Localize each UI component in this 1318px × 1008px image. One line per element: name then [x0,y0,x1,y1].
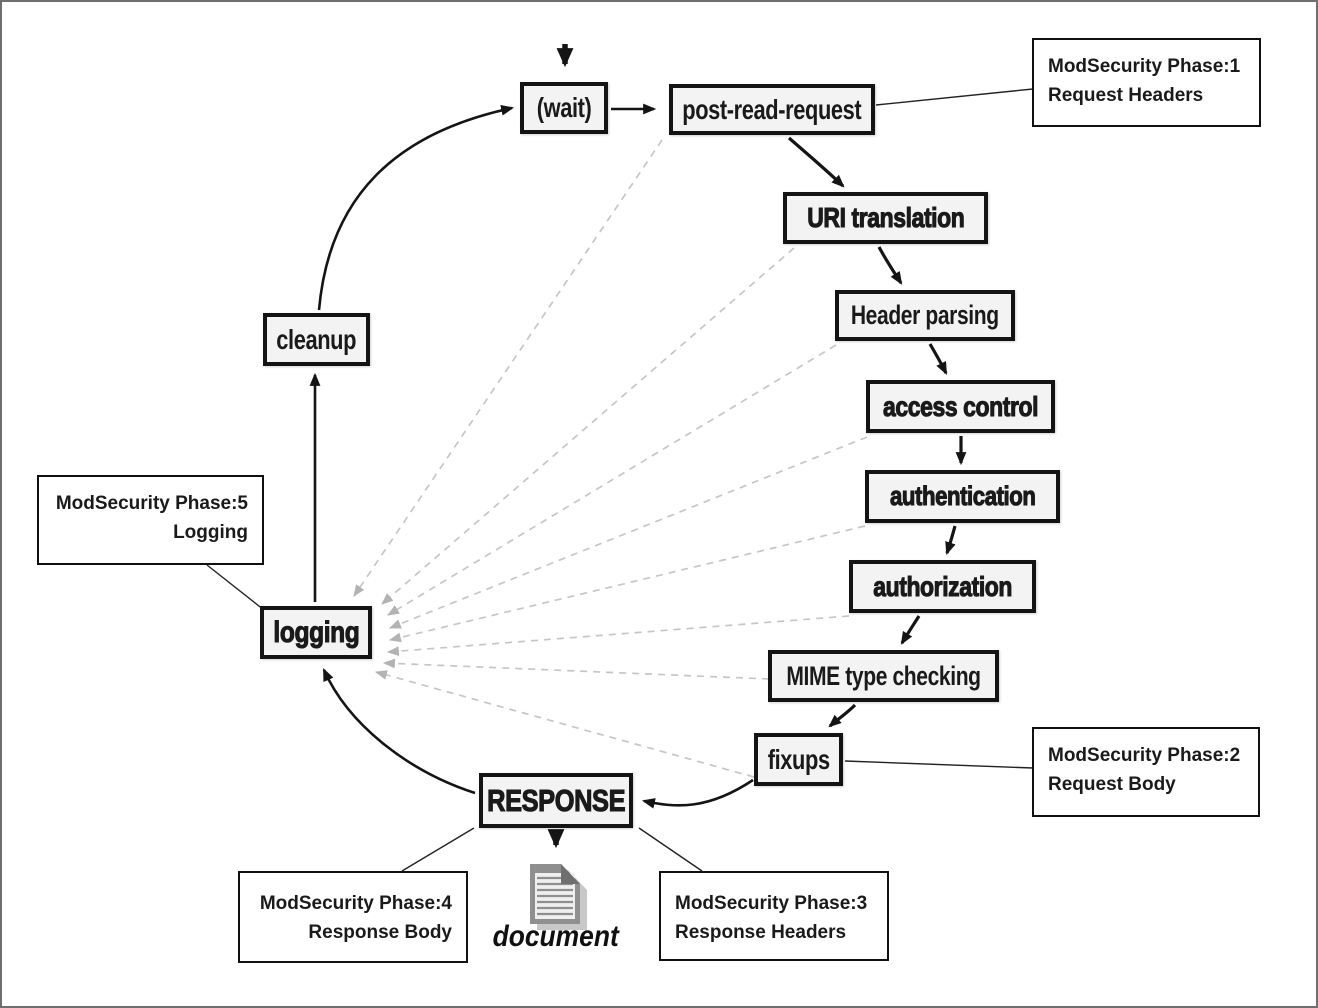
callout-phase5-line1: ModSecurity Phase:5 [55,493,248,514]
callout-phase2: ModSecurity Phase:2 Request Body [1032,727,1260,817]
callout-phase4-line2: Response Body [308,922,452,944]
document-label-text: document [492,920,620,953]
callout-phase1-line1: ModSecurity Phase:1 [1048,56,1241,77]
node-fixups-label: fixups [767,743,830,775]
node-authentication: authentication [865,470,1060,523]
node-access-control: access control [866,380,1055,433]
callout-phase3-line2: Response Headers [675,922,847,944]
node-logging: logging [260,606,372,659]
node-response: RESPONSE [479,773,633,828]
callout-phase5-line2: Logging [173,522,248,544]
flow-arrows [309,44,967,849]
node-header-parsing-label: Header parsing [851,300,999,330]
node-post-read-request-label: post-read-request [682,93,862,125]
document-icon [530,864,587,930]
callout-phase1: ModSecurity Phase:1 Request Headers [1032,38,1261,127]
node-uri-translation-label: URI translation [806,201,965,233]
node-header-parsing: Header parsing [835,290,1015,341]
logging-dashed-arrows [353,139,868,778]
callout-phase5: ModSecurity Phase:5 Logging [37,475,264,565]
callout-phase3: ModSecurity Phase:3 Response Headers [659,871,889,961]
node-cleanup-label: cleanup [276,323,357,355]
callout-phase2-line2: Request Body [1048,774,1176,796]
node-authorization-label: authorization [873,570,1013,602]
callout-phase1-line2: Request Headers [1048,85,1204,107]
node-cleanup: cleanup [263,313,370,366]
callout-phase4-line1: ModSecurity Phase:4 [259,893,452,914]
node-mime-type-checking-label: MIME type checking [786,660,981,691]
node-authentication-label: authentication [889,480,1036,511]
node-access-control-label: access control [882,390,1039,422]
node-wait-label: (wait) [536,92,592,123]
node-fixups: fixups [754,733,843,786]
callout-phase2-line1: ModSecurity Phase:2 [1048,745,1241,766]
node-post-read-request: post-read-request [669,84,875,135]
node-uri-translation: URI translation [783,192,988,244]
node-logging-label: logging [273,615,360,649]
node-response-label: RESPONSE [487,782,626,818]
node-wait: (wait) [520,82,608,134]
callout-phase3-line1: ModSecurity Phase:3 [675,893,868,914]
callout-phase4: ModSecurity Phase:4 Response Body [238,871,468,963]
document-label: document [480,920,632,954]
callout-connectors [206,88,1034,872]
node-mime-type-checking: MIME type checking [768,650,999,702]
node-authorization: authorization [849,560,1036,613]
